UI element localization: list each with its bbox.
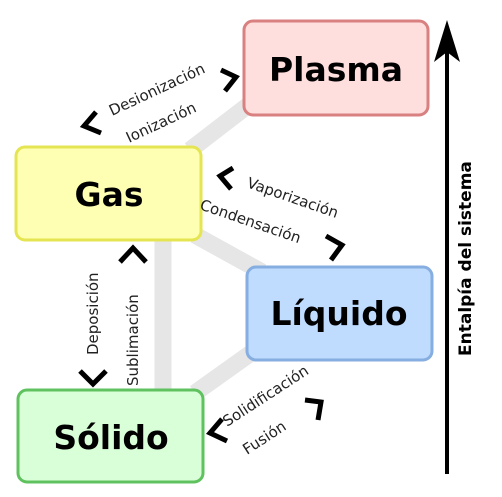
state-gas-label: Gas [75,175,144,214]
state-liquido-label: Líquido [270,294,407,333]
state-solido-box [16,388,205,484]
state-plasma-label: Plasma [269,50,403,89]
label-deposicion: Deposición [84,272,102,355]
state-liquido: Líquido [245,265,434,362]
arrowhead-to-liquido-icon [324,233,346,262]
arrowhead-to-solido-from-liquido-icon [205,417,229,444]
enthalpy-axis-arrowhead-icon [434,20,460,62]
arrowhead-to-solido-icon [78,369,108,388]
arrowhead-to-liquido-from-solido-icon [304,397,324,421]
state-solido-label: Sólido [53,418,168,457]
enthalpy-axis: Entalpía del sistema [434,20,476,474]
enthalpy-axis-label: Entalpía del sistema [456,161,476,356]
state-liquido-box [245,265,434,362]
arrowhead-to-gas-icon [79,110,102,136]
label-sublimacion: Sublimación [124,294,142,386]
state-gas: Gas [14,145,203,242]
arrowhead-to-gas-from-solido-icon [118,244,148,264]
label-fusion: Fusión [239,417,289,458]
state-plasma: Plasma [242,19,430,117]
connector-gas-liquido [190,227,267,280]
arrowhead-to-gas-from-liquido-icon [216,165,235,191]
state-solido: Sólido [16,388,205,484]
state-plasma-box [242,19,430,117]
state-gas-box [14,145,203,242]
arrowhead-to-plasma-icon [219,67,240,93]
